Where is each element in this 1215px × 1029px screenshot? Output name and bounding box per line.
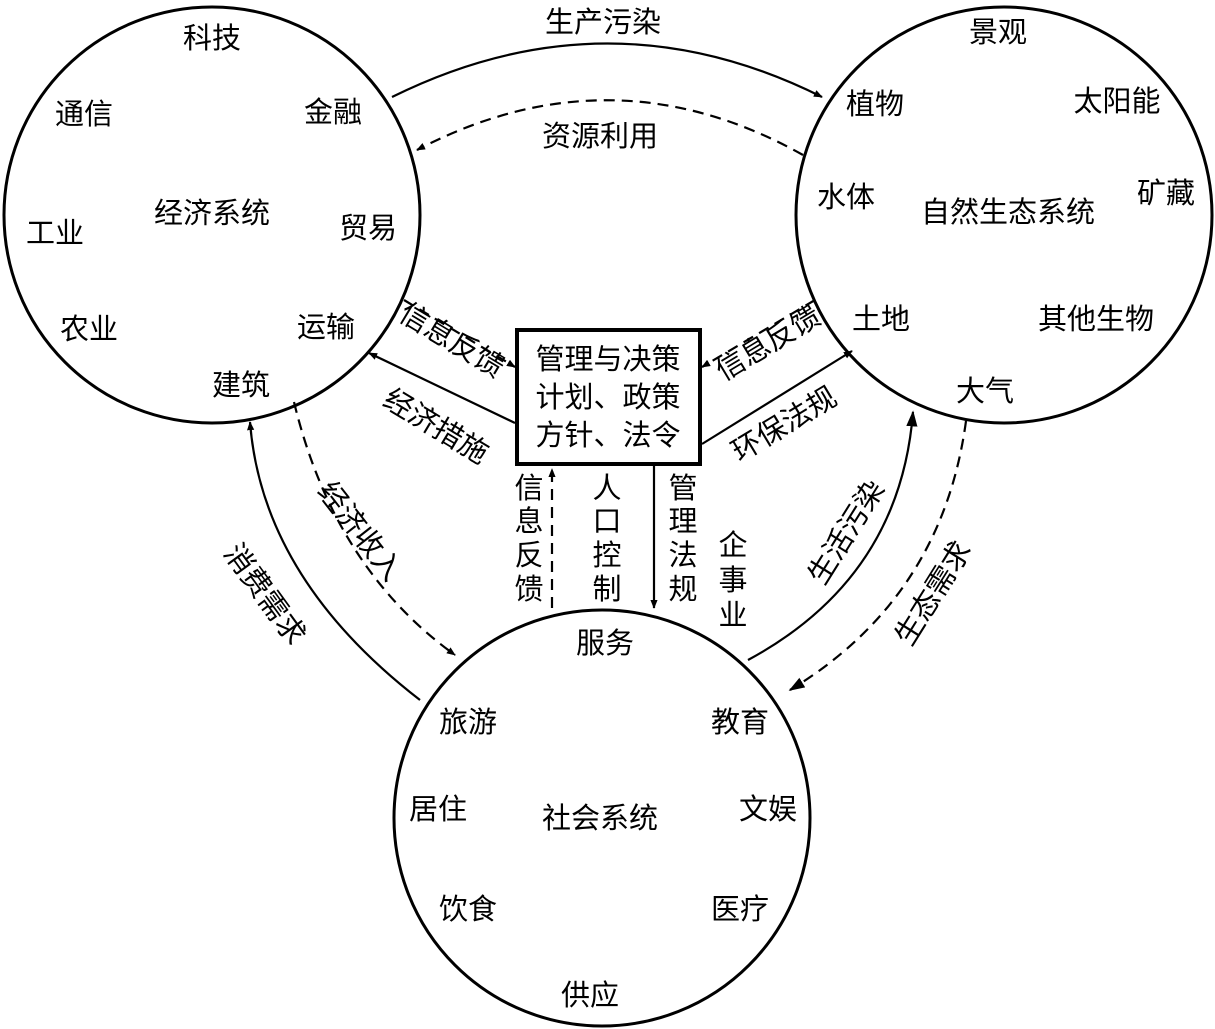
info-feedback-right-arrow <box>701 299 816 368</box>
info-feedback-right-label: 信息反馈 <box>710 299 827 388</box>
natural-item-land: 土地 <box>852 302 910 336</box>
economic-item-finance: 金融 <box>304 95 362 129</box>
enterprise-char-3: 业 <box>718 598 747 632</box>
management-line-1: 管理与决策 <box>535 342 680 376</box>
natural-item-minerals: 矿藏 <box>1137 176 1195 210</box>
social-item-supply: 供应 <box>561 978 619 1012</box>
ecological-demand-label: 生态需求 <box>888 535 978 651</box>
population-control-label: 人 口 控 制 <box>592 471 621 606</box>
consumer-demand-arrow <box>247 421 421 701</box>
social-item-service: 服务 <box>576 626 634 660</box>
economic-system-circle <box>2 5 422 425</box>
social-item-housing: 居住 <box>409 792 467 826</box>
info-feedback-bottom-label: 信 息 反 馈 <box>514 471 543 606</box>
production-pollution-arrow <box>391 42 823 98</box>
info-feedback-left-arrow <box>403 299 516 368</box>
natural-system-title: 自然生态系统 <box>921 195 1095 229</box>
social-item-medical: 医疗 <box>711 892 769 926</box>
social-item-diet: 饮食 <box>439 892 497 926</box>
natural-item-plants: 植物 <box>846 87 904 121</box>
resource-use-arrow <box>416 99 804 156</box>
economic-item-transport: 运输 <box>297 310 355 344</box>
living-pollution-label: 生活污染 <box>801 474 891 590</box>
enterprise-char-2: 事 <box>718 563 747 597</box>
info-feedback-bottom-char-2: 息 <box>514 504 543 538</box>
natural-item-landscape: 景观 <box>969 15 1027 49</box>
management-box <box>515 328 702 466</box>
management-line-2: 计划、政策 <box>535 380 680 414</box>
economic-item-construction: 建筑 <box>212 368 270 402</box>
management-regulations-char-4: 规 <box>668 572 697 606</box>
economic-income-arrow <box>292 401 456 656</box>
consumer-demand-label: 消费需求 <box>217 537 313 651</box>
economic-measures-arrow <box>368 352 516 424</box>
population-control-char-1: 人 <box>592 471 621 505</box>
social-item-entertainment: 文娱 <box>739 792 797 826</box>
resource-use-label: 资源利用 <box>542 119 658 153</box>
living-pollution-arrow <box>747 410 918 661</box>
management-regulations-char-2: 理 <box>668 504 697 538</box>
management-regulations-label: 管 理 法 规 <box>668 471 697 606</box>
natural-system-circle <box>794 5 1214 425</box>
economic-item-agriculture: 农业 <box>60 312 118 346</box>
economic-item-tech: 科技 <box>183 21 241 55</box>
economic-item-trade: 贸易 <box>339 211 397 245</box>
social-item-education: 教育 <box>711 705 769 739</box>
info-feedback-bottom-char-1: 信 <box>514 471 543 505</box>
info-feedback-bottom-char-3: 反 <box>514 538 543 572</box>
production-pollution-label: 生产污染 <box>545 5 661 39</box>
social-item-tourism: 旅游 <box>439 705 497 739</box>
management-regulations-char-3: 法 <box>668 538 697 572</box>
ecological-demand-arrow <box>788 420 968 691</box>
population-control-char-2: 口 <box>592 504 621 538</box>
natural-item-water: 水体 <box>817 180 875 214</box>
info-feedback-left-label: 信息反馈 <box>394 296 511 385</box>
info-feedback-bottom-char-4: 馈 <box>514 572 543 606</box>
social-system-title: 社会系统 <box>542 801 658 835</box>
natural-item-other-life: 其他生物 <box>1038 302 1154 336</box>
enterprise-char-1: 企 <box>718 528 747 562</box>
economic-item-industry: 工业 <box>26 216 84 250</box>
population-control-char-4: 制 <box>592 572 621 606</box>
env-regulations-arrow <box>701 350 853 445</box>
economic-system-title: 经济系统 <box>154 196 270 230</box>
social-system-circle <box>392 608 812 1028</box>
natural-item-atmosphere: 大气 <box>956 374 1014 408</box>
management-line-3: 方针、法令 <box>535 418 680 452</box>
enterprise-label: 企 事 业 <box>718 528 747 632</box>
economic-income-label: 经济收入 <box>311 475 409 587</box>
economic-item-communication: 通信 <box>55 97 113 131</box>
management-regulations-char-1: 管 <box>668 471 697 505</box>
population-control-char-3: 控 <box>592 538 621 572</box>
economic-measures-label: 经济措施 <box>378 382 495 471</box>
natural-item-solar: 太阳能 <box>1073 84 1160 118</box>
